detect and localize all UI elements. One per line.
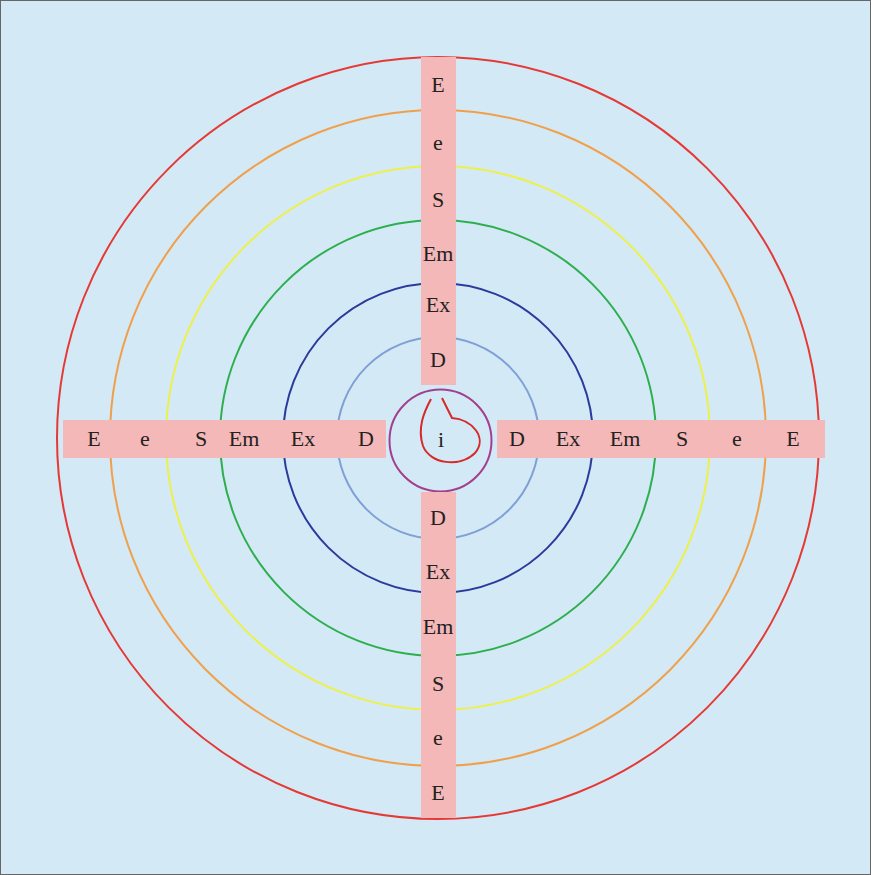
center-letter: i <box>438 429 444 451</box>
band-letter: Em <box>610 428 641 450</box>
circle-outline <box>390 390 492 492</box>
band-letter: E <box>431 782 444 804</box>
band-letter: Ex <box>556 428 580 450</box>
band-letter: Em <box>423 243 454 265</box>
band-letter: S <box>432 673 444 695</box>
band-letter: E <box>87 428 100 450</box>
band-letter: e <box>433 727 443 749</box>
center-circle: i <box>388 388 493 493</box>
band-letter: S <box>195 428 207 450</box>
pink-band: D ExEmSeE <box>421 492 456 818</box>
band-letter: S <box>432 189 444 211</box>
band-letter: D <box>430 349 446 371</box>
band-letter: Ex <box>426 561 450 583</box>
band-letter: D <box>358 428 374 450</box>
band-letter: S <box>676 428 688 450</box>
pink-band: Ee S Em Ex D <box>63 420 386 458</box>
band-letter: Em <box>423 616 454 638</box>
pink-band: D Ex Em Se E <box>497 420 825 458</box>
band-letter: e <box>732 428 742 450</box>
band-letter: E <box>431 74 444 96</box>
ring <box>166 166 710 710</box>
band-letter: E <box>786 428 799 450</box>
band-letter: Em <box>229 428 260 450</box>
band-letter: e <box>140 428 150 450</box>
band-letter: Ex <box>426 294 450 316</box>
heart-curve <box>421 398 480 462</box>
band-letter: e <box>433 132 443 154</box>
pink-band: EeS EmExD <box>421 57 456 385</box>
band-letter: Ex <box>291 428 315 450</box>
band-letter: D <box>430 507 446 529</box>
band-letter: D <box>509 428 525 450</box>
